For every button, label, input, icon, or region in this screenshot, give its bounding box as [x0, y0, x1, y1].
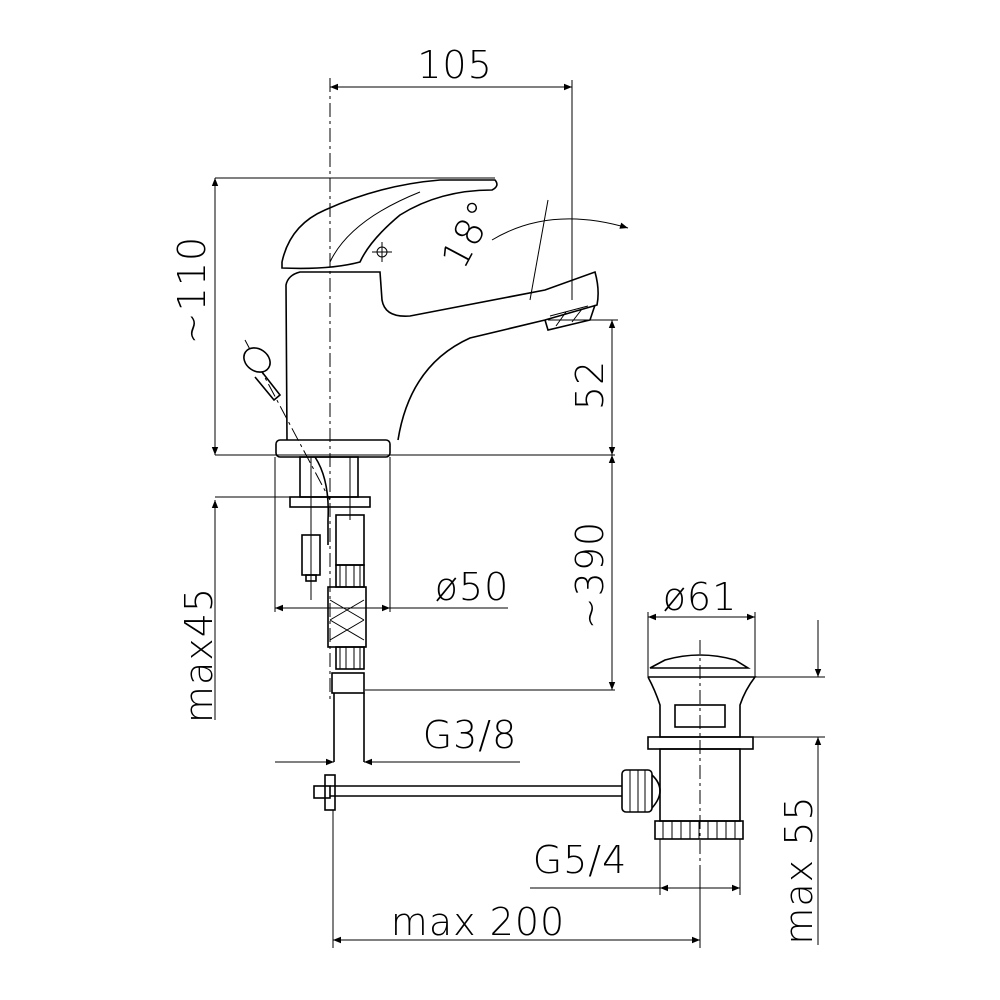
dim-height-total: ~110	[170, 236, 214, 344]
dim-spout-height: 52	[568, 360, 612, 410]
popup-lever-knob	[243, 347, 282, 402]
dim-inlet-thread: G3/8	[423, 713, 518, 757]
under-deck-assembly	[289, 456, 371, 762]
dim-waste-thread: G5/4	[533, 838, 628, 882]
popup-rod	[313, 774, 622, 811]
dim-angle: 18°	[433, 193, 505, 276]
dim-hose-length: ~390	[568, 521, 612, 629]
dim-rod-length: max 200	[391, 900, 565, 944]
faucet-body	[275, 270, 599, 458]
faucet-handle	[281, 179, 498, 270]
popup-waste	[621, 654, 757, 840]
dimension-lines	[211, 80, 825, 948]
dim-waste-height: max 55	[777, 795, 821, 944]
dim-waste-diameter: ø61	[663, 575, 738, 619]
dim-base-diameter: ø50	[435, 565, 510, 609]
dim-width-top: 105	[417, 43, 493, 87]
dim-max-deck: max45	[177, 587, 221, 723]
